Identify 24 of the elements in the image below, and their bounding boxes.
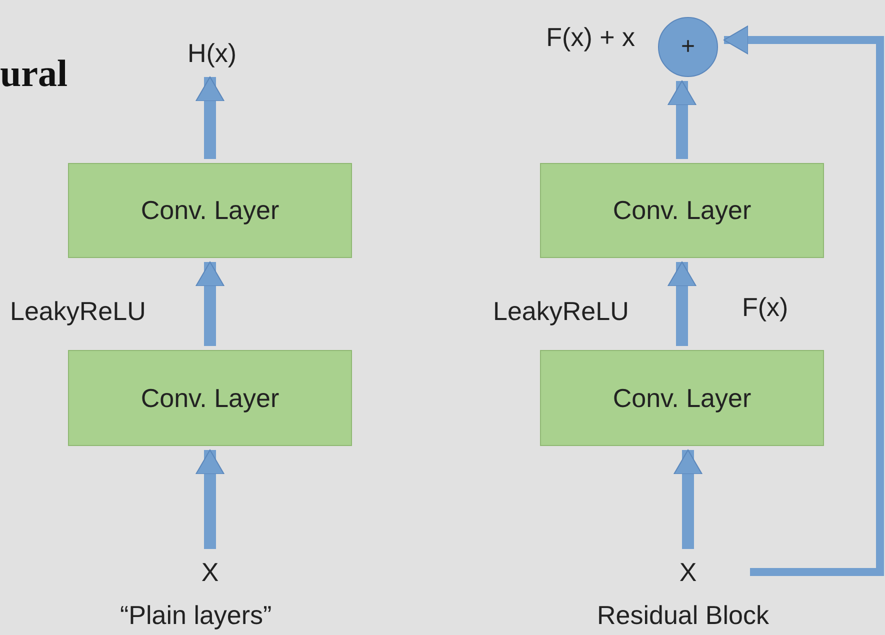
block-arrow: [196, 262, 224, 346]
title-fragment: ural: [0, 52, 68, 96]
layer-box: [68, 350, 352, 446]
block-arrow: [668, 262, 696, 346]
caption: “Plain layers”: [120, 600, 272, 631]
node-label: X: [193, 553, 227, 591]
block-arrow: [196, 76, 224, 159]
block-arrow: [724, 26, 884, 576]
layer-box: [540, 163, 824, 258]
caption: Residual Block: [597, 600, 769, 631]
block-arrow: [196, 450, 224, 549]
node-label: X: [671, 553, 705, 591]
layer-name: Conv. Layer: [612, 195, 752, 226]
layer-box: [68, 163, 352, 258]
output-label: F(x): [742, 292, 788, 323]
layer-name: Conv. Layer: [140, 382, 280, 414]
block-arrow: [668, 80, 696, 159]
layer-name: Conv. Layer: [140, 195, 280, 226]
plus-sign: +: [680, 33, 695, 61]
node-label: H(x): [176, 33, 248, 73]
block-arrow: [674, 450, 702, 549]
layer-box: [540, 350, 824, 446]
sum-label: F(x) + x: [546, 22, 635, 53]
layer-name: Conv. Layer: [612, 382, 752, 414]
